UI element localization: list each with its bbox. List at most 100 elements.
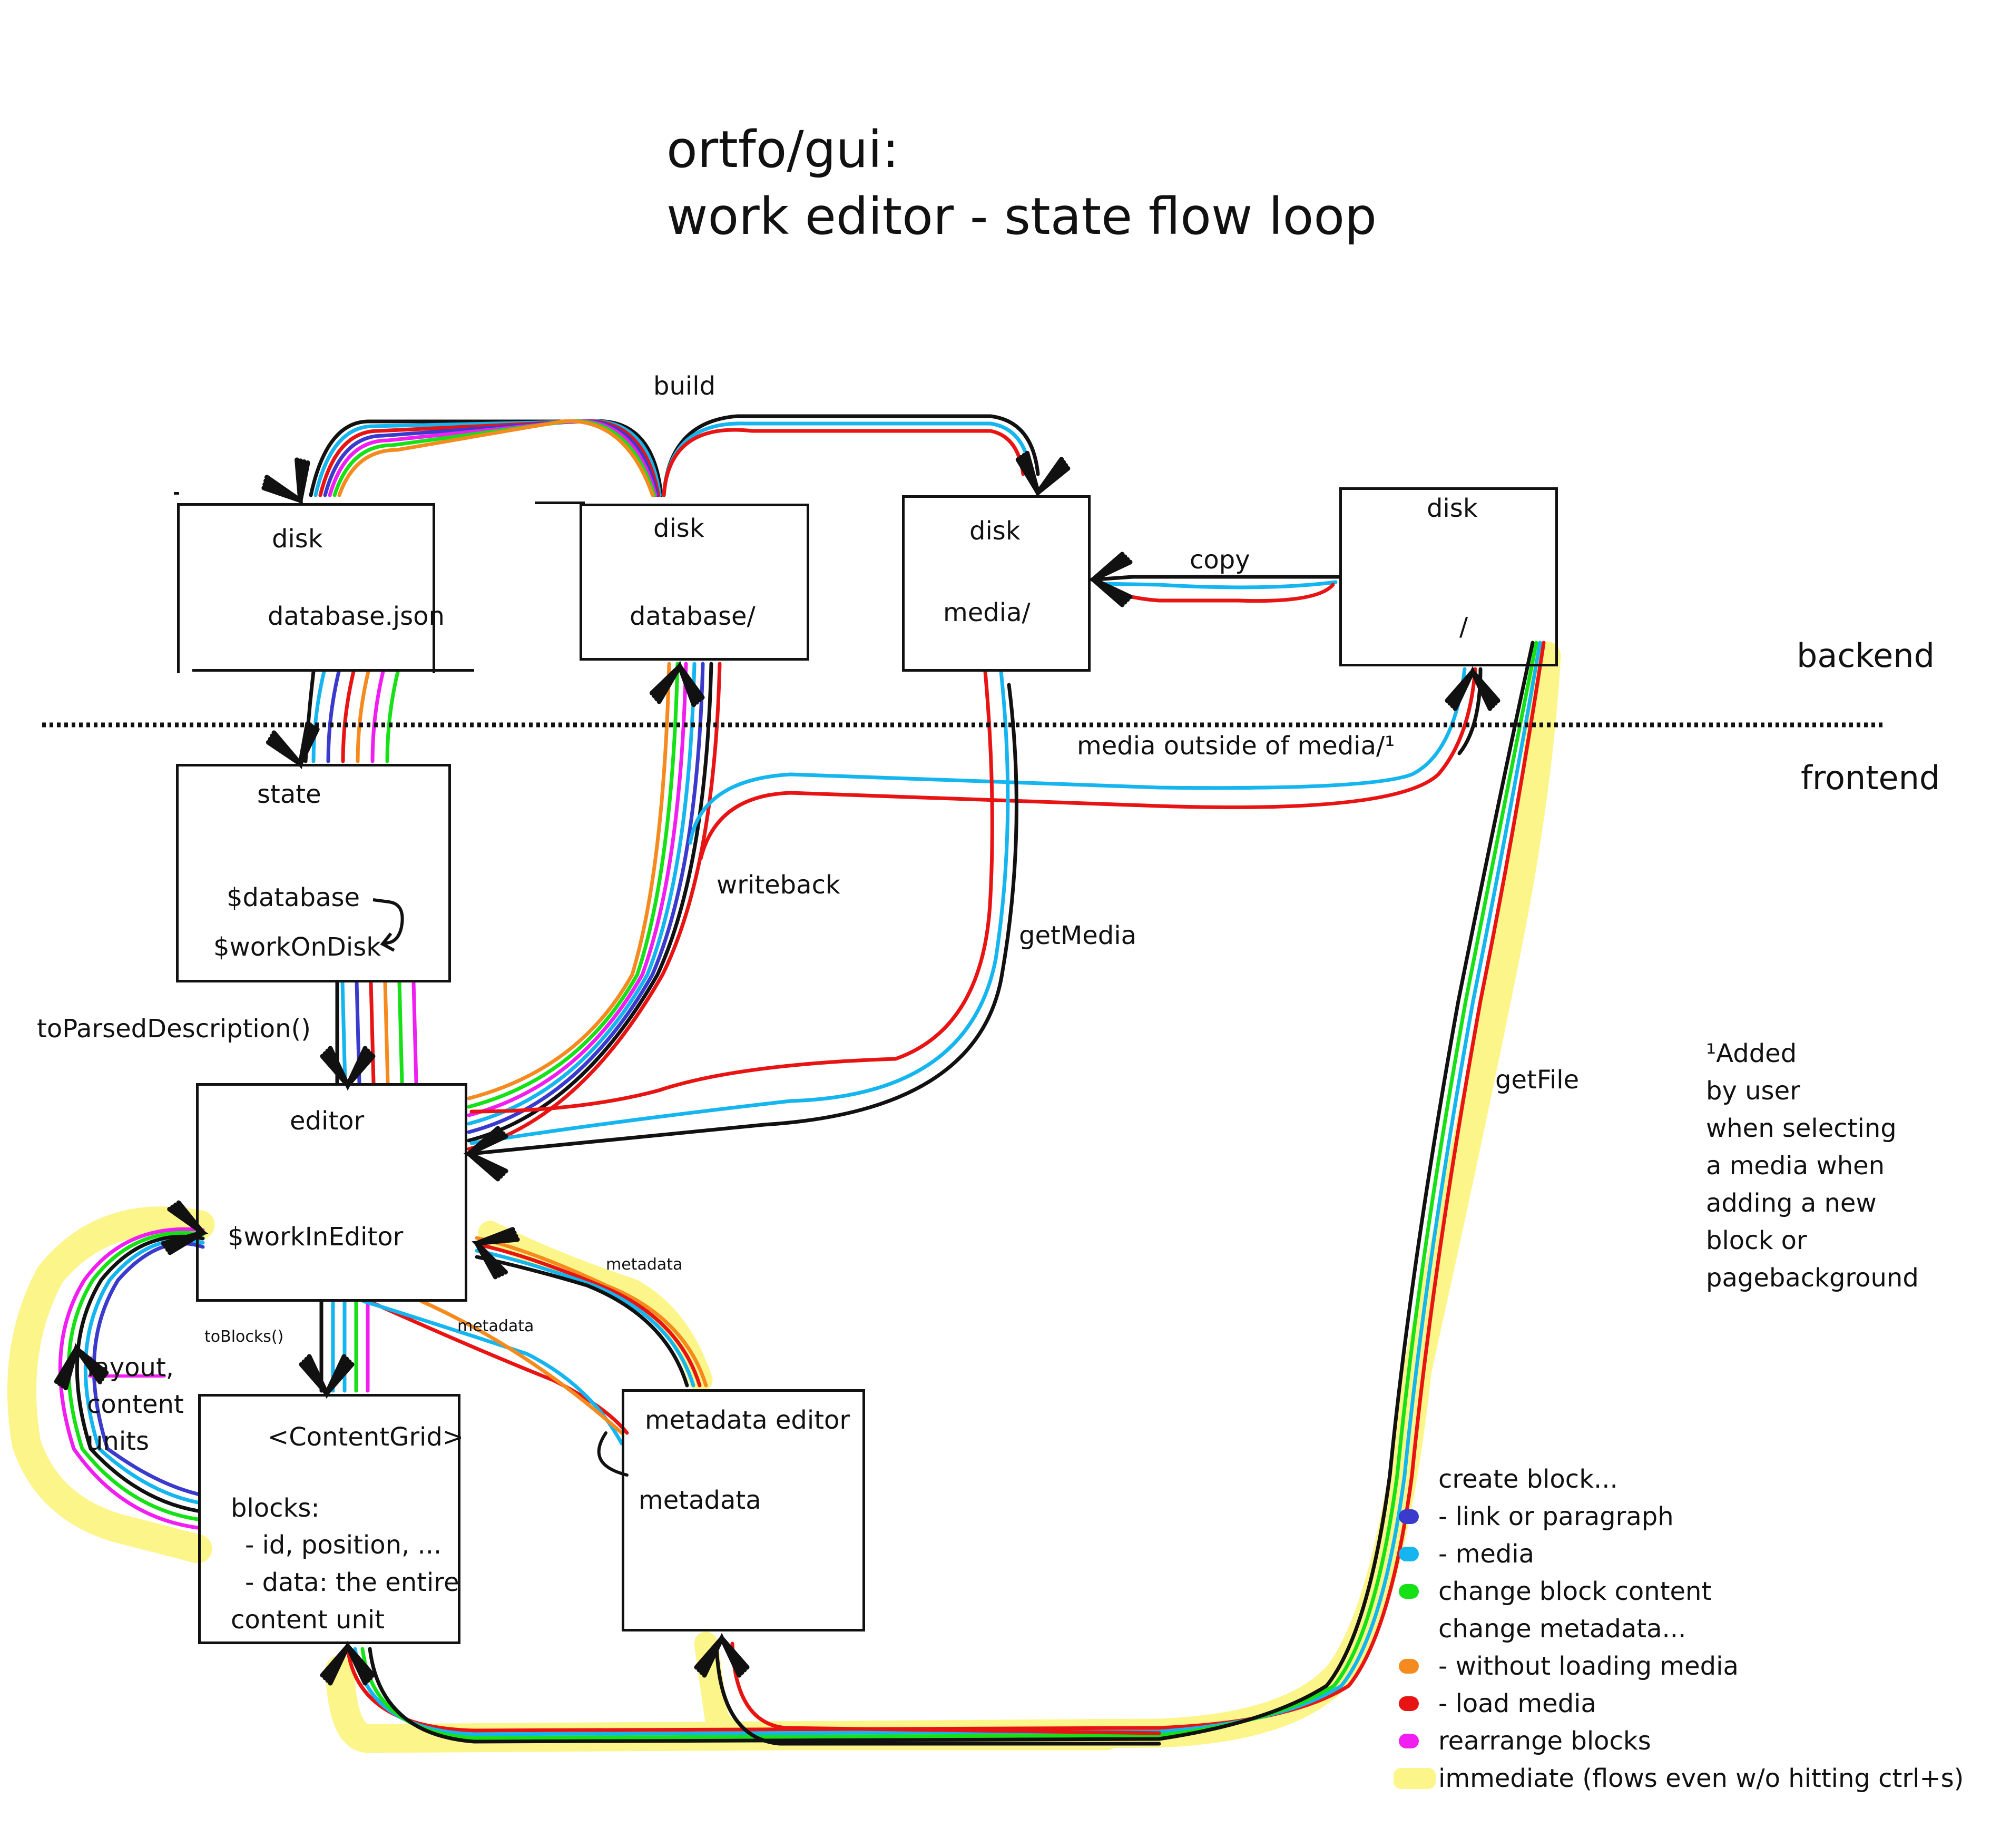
metadata-edge-label-lower: metadata [457,1317,534,1335]
media-outside-edge-label: media outside of media/¹ [1077,731,1395,761]
arrowhead [54,1343,109,1391]
database-to-state-flow-line [370,670,385,763]
legend-label: create block... [1438,1464,1618,1494]
get-file-flow-line [346,641,1546,1733]
legend-swatch [1399,1659,1419,1674]
database-store-label: $database [227,883,360,912]
legend-item: - media [1399,1535,1535,1573]
legend-label: - load media [1438,1689,1596,1718]
backend-region-label: backend [1797,636,1935,675]
arrowhead [472,1227,520,1280]
blocks-id-position-label: - id, position, ... [245,1530,442,1560]
root-folder-label: / [1459,612,1468,642]
state-title: state [257,780,321,809]
legend-label: immediate (flows even w/o hitting ctrl+s… [1438,1764,1964,1793]
footnote-line: by user [1706,1076,1800,1106]
database-to-state-flow-line [385,670,400,763]
arrowhead [161,1200,209,1255]
build-flow-line [662,414,1040,497]
state-to-editor-flow-line [383,980,390,1085]
database-folder-label: database/ [630,602,756,631]
disk-label: disk [653,514,704,543]
footnote-line: when selecting [1706,1114,1897,1143]
legend-item: - without loading media [1399,1647,1739,1685]
footnote-line: pagebackground [1706,1263,1919,1293]
legend-label: - media [1438,1539,1535,1569]
build-flow-line [337,419,655,497]
legend-item: change block content [1399,1572,1712,1610]
get-file-flow-line [360,641,1538,1740]
build-flow-line [662,421,1033,497]
arrowhead [261,457,310,506]
build-flow-line [662,428,1025,497]
to-parsed-description-edge-label: toParsedDescription() [37,1014,311,1044]
legend-item: - link or paragraph [1399,1498,1674,1536]
metadata-label: metadata [639,1486,761,1515]
arrowhead [320,1640,376,1686]
arrowhead [649,661,705,707]
get-media-flow-line [469,683,1018,1156]
flow-lines-layer [58,414,1546,1746]
writeback-flow-line [467,662,697,1126]
layout-units-label-1: layout, [87,1353,174,1382]
get-file-edge-label: getFile [1495,1065,1580,1095]
database-json-label: database.json [268,602,445,631]
writeback-flow-line [467,662,671,1100]
to-blocks-edge-label: toBlocks() [204,1328,284,1346]
editor-to-metadata-flow-line [597,1431,629,1477]
layout-units-label-3: units [87,1427,150,1456]
copy-flow-line [1094,575,1340,582]
blocks-label: blocks: [231,1493,320,1523]
legend-label: change block content [1438,1577,1712,1606]
work-on-disk-store-label: $workOnDisk [213,932,381,962]
metadata-to-editor-flow-line [475,1236,708,1388]
copy-edge-label: copy [1190,545,1250,575]
legend-swatch [1399,1509,1419,1524]
legend-item: change metadata... [1438,1610,1686,1648]
writeback-flow-line [467,662,680,1109]
state-to-editor-flow-line [340,980,347,1085]
arrowhead [694,1633,750,1678]
arrowhead [1445,666,1500,711]
content-unit-label: content unit [231,1605,385,1635]
get-media-flow-line [469,670,994,1114]
layout-units-label-2: content [87,1390,184,1419]
get-media-flow-line [469,670,1010,1145]
get-file-flow-line [714,1641,1161,1746]
writeback-flow-line [467,662,722,1151]
media-folder-label: media/ [943,598,1031,627]
blocks-data-label: - data: the entire [245,1568,459,1597]
metadata-edge-label-upper: metadata [606,1255,683,1274]
metadata-to-editor-flow-line [475,1249,695,1388]
content-grid-title: <ContentGrid> [268,1422,464,1452]
legend-label: rearrange blocks [1438,1726,1651,1756]
copy-flow-line [1099,580,1338,589]
footnote-line: ¹Added [1706,1039,1797,1068]
arrowhead [320,1046,376,1091]
diagram-title-line-2: work editor - state flow loop [666,187,1377,246]
diagram-title-line-1: ortfo/gui: [666,120,899,179]
content-grid-to-editor-flow-line [58,1227,205,1530]
arrowhead [1015,450,1071,498]
database-to-state-flow-line [356,670,370,763]
immediate-flow-highlight [325,641,1561,1753]
database-to-state-flow-line [341,670,356,763]
legend-item: rearrange blocks [1399,1722,1651,1760]
footnote-line: adding a new [1706,1188,1877,1218]
editor-to-metadata-flow-line [419,1299,624,1435]
legend-swatch [1399,1547,1419,1561]
footnote-line: a media when [1706,1151,1885,1181]
media-outside-flow-line [688,667,1467,845]
get-media-edge-label: getMedia [1019,921,1136,950]
state-to-editor-flow-line [411,980,418,1085]
writeback-flow-line [467,662,688,1117]
metadata-to-editor-flow-line [475,1242,702,1388]
arrowhead [1087,552,1133,607]
arrowhead [463,1126,508,1182]
editor-to-metadata-flow-line [367,1299,629,1435]
state-loop-arrow [372,898,404,945]
content-grid-to-editor-flow-line [75,1234,205,1513]
database-to-state-flow-line [326,670,341,763]
get-file-flow-line [353,641,1542,1736]
